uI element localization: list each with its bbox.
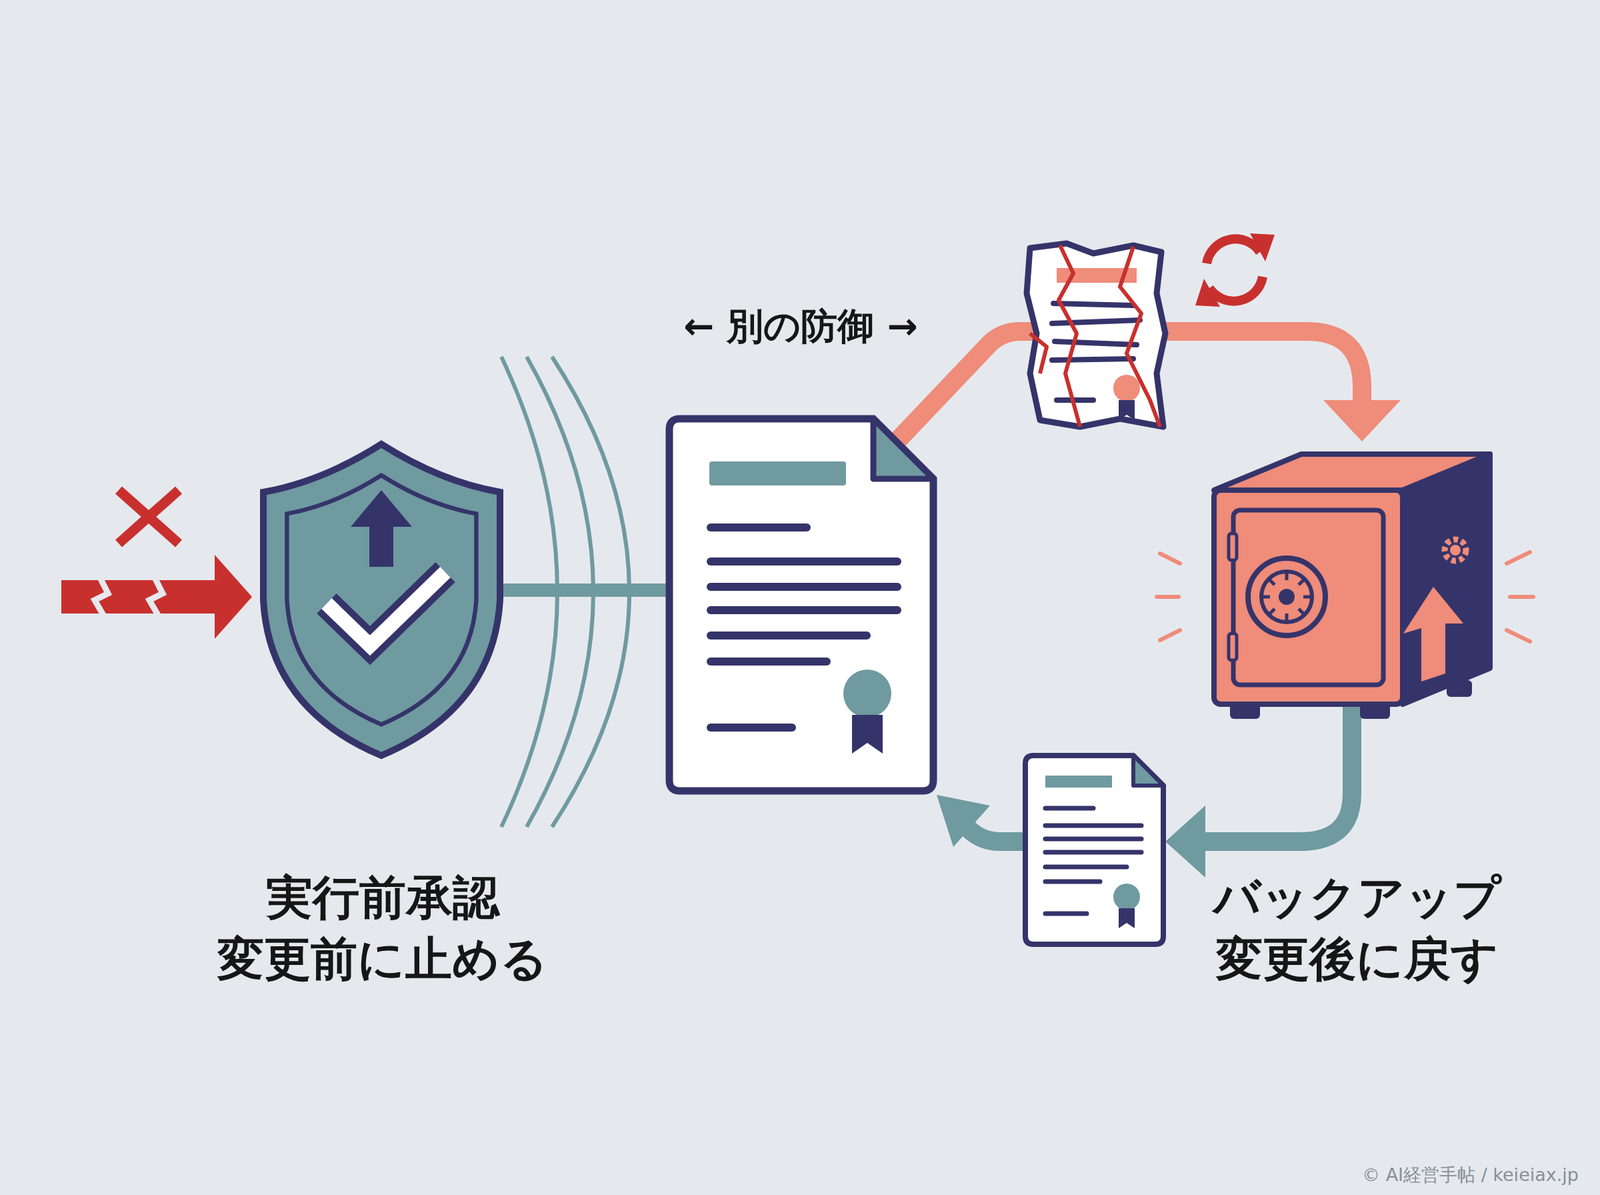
caption: 実行前承認 変更前に止める <box>196 866 570 990</box>
refresh-icon <box>1206 238 1263 301</box>
approval-shield: 実行前承認 変更前に止める <box>196 440 570 990</box>
document-icon <box>669 418 934 791</box>
restored-document <box>1025 755 1164 944</box>
blocked-arrow <box>61 490 252 639</box>
restore-arrow <box>1200 706 1352 842</box>
shield-waves <box>501 356 630 827</box>
safe-icon <box>1156 454 1534 719</box>
backup-arrowhead <box>1323 400 1401 442</box>
damaged-document <box>1026 243 1166 427</box>
defense-label: ← 別の防御 → <box>683 302 918 352</box>
restore-arrowhead-2 <box>936 794 990 847</box>
watermark: © AI経営手帖 / keieiax.jp <box>1362 1162 1579 1187</box>
backup-safe: バックアップ 変更後に戻す <box>1184 450 1531 990</box>
shield-icon <box>263 444 500 756</box>
restore-arrow-2 <box>966 826 1027 842</box>
restore-arrowhead <box>1165 805 1206 878</box>
link-bar <box>496 583 672 597</box>
caption: バックアップ 変更後に戻す <box>1184 866 1531 990</box>
